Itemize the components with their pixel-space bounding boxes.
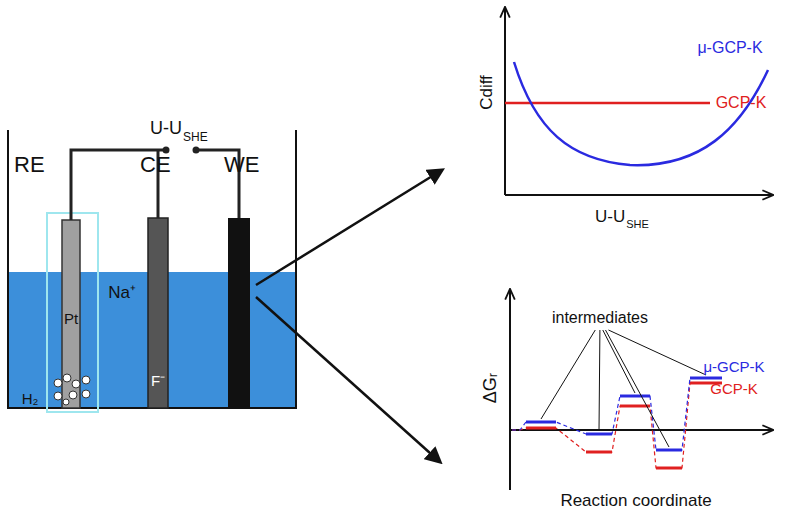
energy-level: [586, 451, 612, 454]
text-label: Pt: [64, 311, 78, 326]
mu-gcp-k-curve: [514, 62, 768, 165]
plot-axis: [504, 8, 506, 195]
energy-level: [690, 377, 722, 380]
leader-line: [603, 330, 635, 393]
text-label: GCP-K: [710, 381, 758, 396]
plot-axes: [505, 8, 772, 195]
energy-level: [526, 421, 556, 424]
energy-levels: [512, 378, 722, 468]
text-label: H₂: [22, 391, 39, 406]
energy-level: [586, 433, 612, 436]
text-label: μ-GCP-K: [703, 359, 764, 374]
leader-line: [606, 330, 669, 447]
plot-axis: [509, 290, 511, 490]
energy-level: [526, 427, 556, 430]
counter-electrode: [148, 218, 168, 408]
zoom-arrow: [256, 170, 442, 285]
leader-line: [541, 330, 595, 419]
energy-level: [620, 395, 650, 398]
terminal: [193, 147, 200, 154]
text-label: F⁻: [151, 373, 165, 388]
zoom-arrow: [256, 297, 440, 462]
energy-level: [656, 449, 682, 452]
working-electrode: [228, 218, 250, 408]
terminal: [163, 147, 170, 154]
text-label: Reaction coordinate: [560, 492, 711, 509]
text-label: ΔGᵣ: [481, 373, 499, 403]
subscript-label: SHE: [183, 131, 208, 143]
reference-enclosure: [47, 213, 98, 412]
text-label: WE: [224, 154, 259, 176]
text-label: intermediates: [552, 310, 648, 326]
text-label: Na⁺: [108, 284, 136, 301]
text-label: RE: [14, 154, 45, 176]
text-label: U-U: [595, 208, 625, 225]
text-label: μ-GCP-K: [697, 40, 762, 56]
gcp-k-curve: [505, 102, 710, 105]
text-label: U-U: [150, 119, 182, 137]
text-label: CE: [140, 154, 171, 176]
energy-level: [620, 405, 650, 408]
reference-electrode: [62, 220, 80, 408]
level-connector: [512, 383, 722, 468]
wires: [71, 150, 239, 220]
vessel: [8, 130, 296, 408]
plot-axis: [510, 429, 772, 431]
text-label: Cdiff: [478, 75, 495, 110]
subscript-label: SHE: [626, 219, 649, 230]
leader-lines: [541, 330, 706, 447]
leader-line: [599, 330, 601, 431]
leader-line: [608, 330, 706, 375]
hydrogen-bubbles: [54, 374, 90, 405]
text-label: GCP-K: [716, 95, 767, 111]
energy-level: [656, 467, 682, 470]
